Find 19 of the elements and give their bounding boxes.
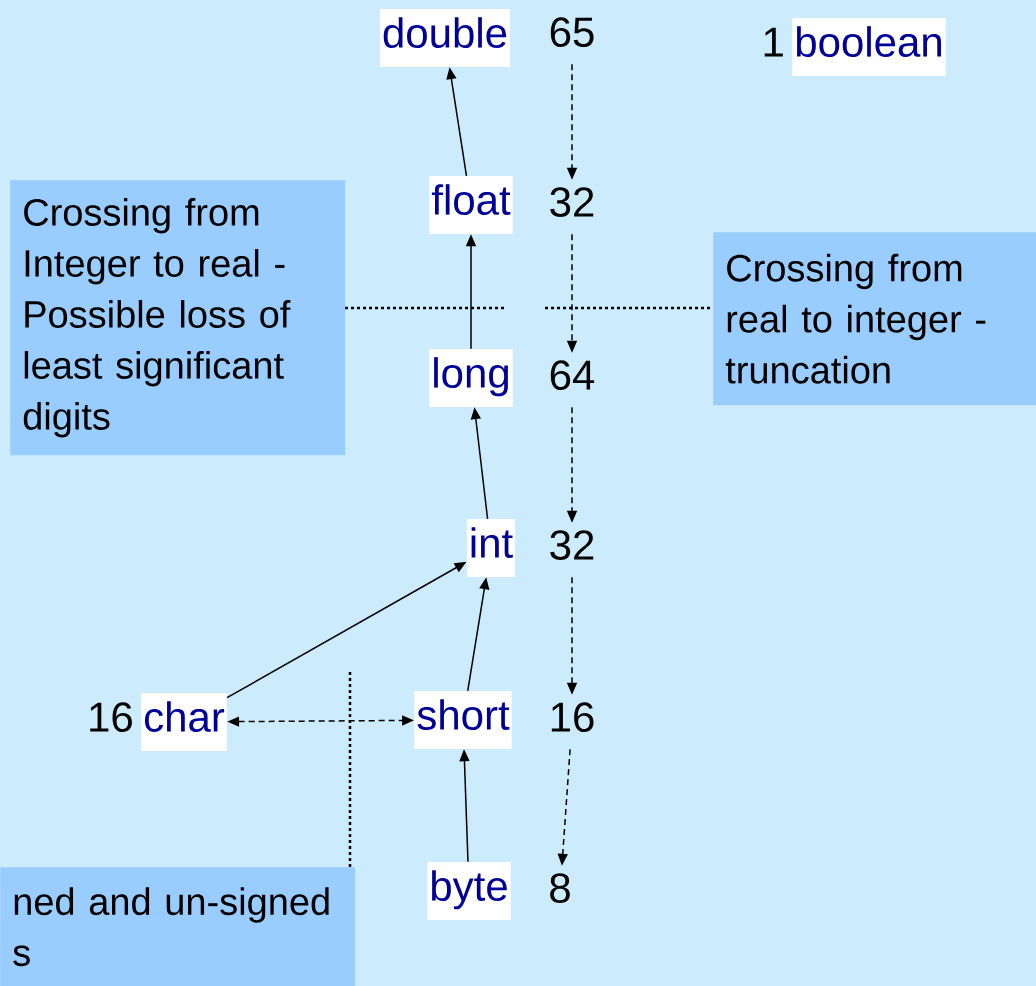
type-label: int	[466, 519, 516, 577]
type-label: float	[429, 176, 513, 234]
type-label: char	[141, 693, 227, 751]
callout-box: Crossing from Integer to real - Possible loss of least significant digits	[10, 180, 346, 456]
callout-box: Crossing from real to integer - truncation	[713, 232, 1036, 406]
bit-size-number: 1	[764, 27, 783, 57]
bit-size-number: 32	[550, 530, 594, 560]
type-label: double	[379, 9, 511, 67]
bit-size-number: 32	[550, 187, 594, 217]
type-label: long	[429, 349, 513, 407]
bit-size-number: 16	[551, 702, 594, 732]
bit-size-number: 8	[550, 873, 570, 903]
bit-size-number: 16	[90, 702, 132, 732]
bit-size-number: 65	[550, 17, 594, 47]
callout-box: ned and un-signed s	[0, 867, 356, 986]
bit-size-number: 64	[550, 360, 595, 390]
type-label: byte	[427, 862, 511, 920]
type-label: short	[414, 691, 512, 749]
type-label: boolean	[792, 18, 946, 76]
